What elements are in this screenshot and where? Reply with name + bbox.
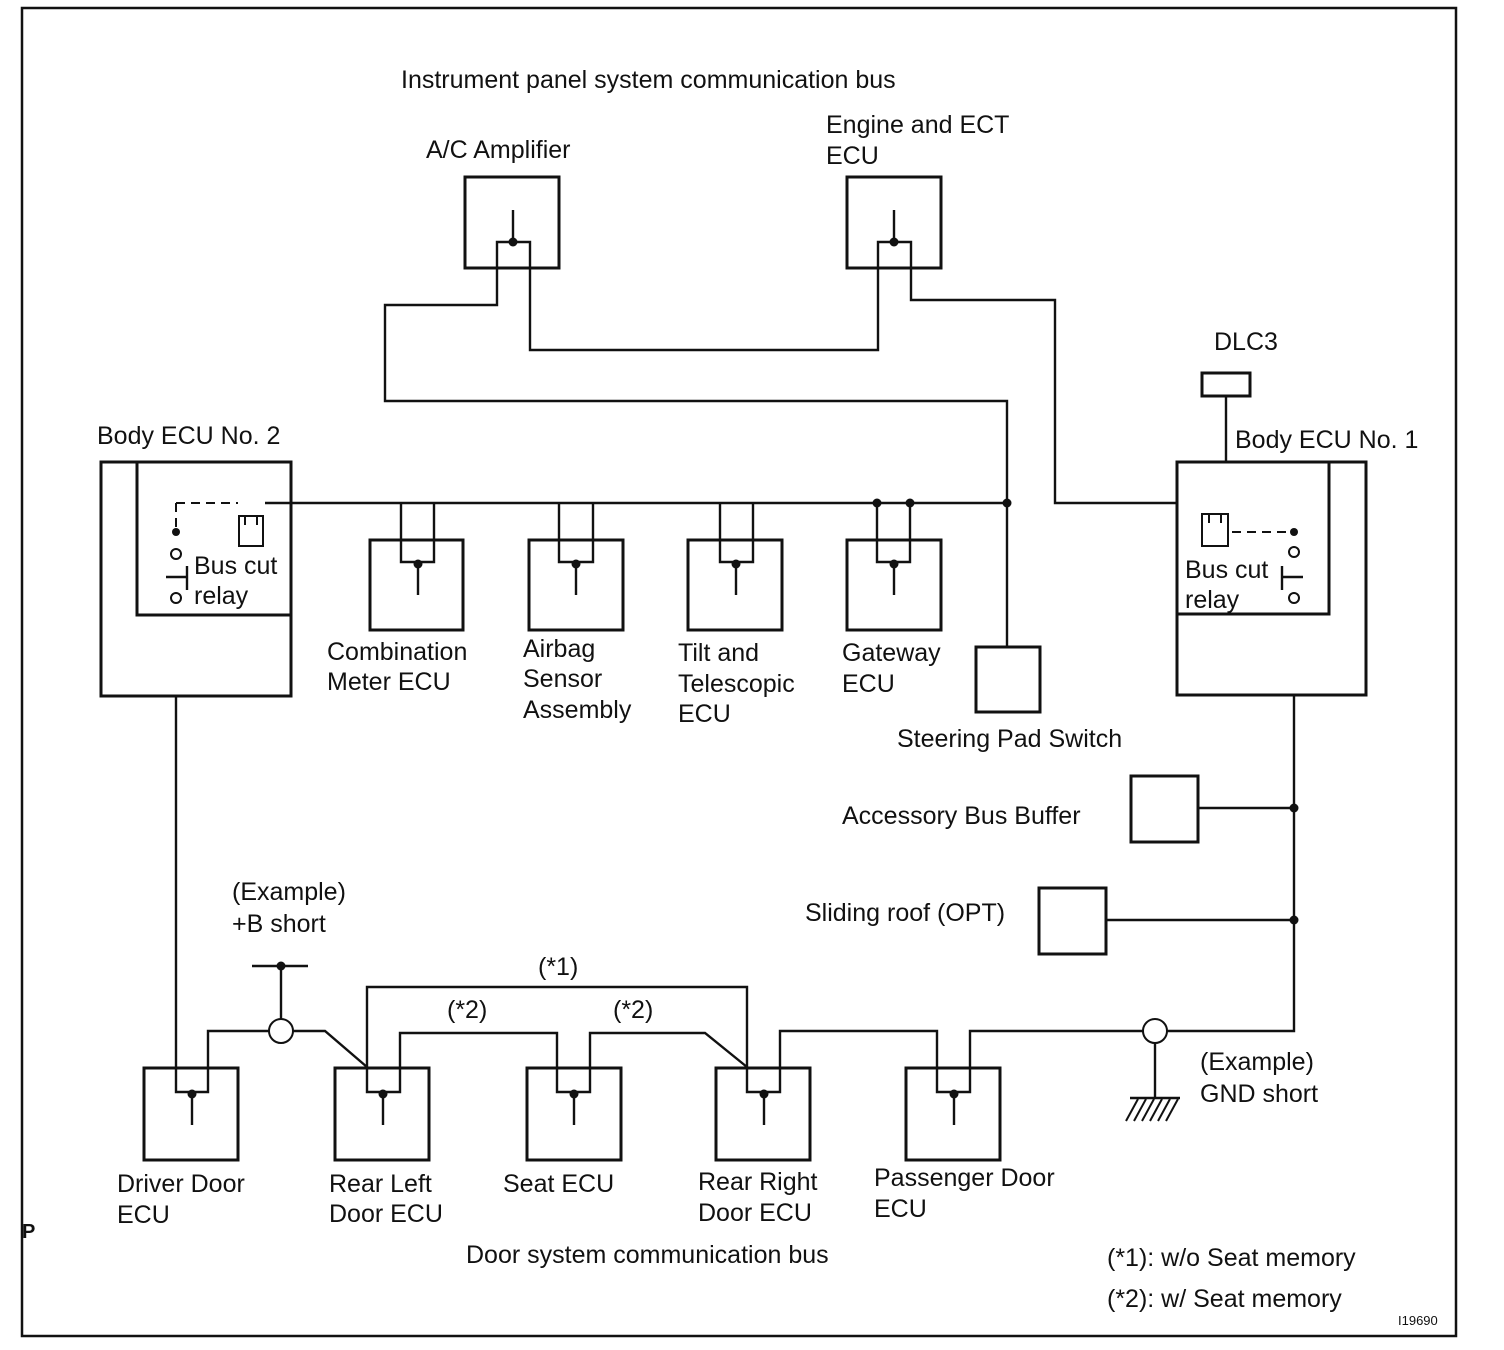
ac-amplifier-box [463, 175, 561, 270]
bus-cut-relay-right-2: relay [1185, 586, 1240, 614]
passenger-door-label-2: ECU [874, 1195, 927, 1223]
accessory-bus-buffer-label: Accessory Bus Buffer [842, 802, 1081, 830]
airbag-label-2: Sensor [523, 665, 602, 693]
mark-1-label: (*1) [538, 953, 578, 981]
combination-meter-label-2: Meter ECU [327, 668, 451, 696]
engine-ecu-label-1: Engine and ECT [826, 111, 1009, 139]
steering-pad-label: Steering Pad Switch [897, 725, 1122, 753]
driver-door-label-2: ECU [117, 1201, 170, 1229]
engine-ecu-box [845, 175, 943, 270]
body-ecu-2-label: Body ECU No. 2 [97, 422, 280, 450]
rear-left-label-2: Door ECU [329, 1200, 443, 1228]
driver-door-ecu-box [142, 1066, 240, 1162]
sliding-roof-box [1037, 886, 1108, 956]
sliding-roof-label: Sliding roof (OPT) [805, 899, 1005, 927]
combination-meter-label-1: Combination [327, 638, 467, 666]
combination-meter-box [368, 538, 465, 632]
instrument-bus-wires [291, 242, 1228, 648]
b-short-point [268, 1018, 294, 1044]
steering-pad-switch-box [974, 645, 1042, 714]
seat-ecu-label: Seat ECU [503, 1170, 614, 1198]
seat-ecu-box [525, 1066, 623, 1162]
bus-cut-relay-right-1: Bus cut [1185, 556, 1268, 584]
passenger-door-label-1: Passenger Door [874, 1164, 1055, 1192]
tilt-label-1: Tilt and [678, 639, 759, 667]
door-bus-wires [174, 598, 1296, 1100]
tilt-label-3: ECU [678, 700, 731, 728]
rear-right-label-1: Rear Right [698, 1168, 818, 1196]
tilt-label-2: Telescopic [678, 670, 795, 698]
bus-cut-relay-left-2: relay [194, 582, 249, 610]
b-short-label-1: (Example) [232, 878, 346, 906]
mark-2b-label: (*2) [613, 996, 653, 1024]
dlc3-label: DLC3 [1214, 328, 1278, 356]
ground-symbol [1125, 1098, 1179, 1122]
body-ecu-1-label: Body ECU No. 1 [1235, 426, 1418, 454]
gateway-label-2: ECU [842, 670, 895, 698]
door-bus-title: Door system communication bus [466, 1241, 829, 1269]
junction-dots [276, 498, 1299, 971]
engine-ecu-label-2: ECU [826, 142, 879, 170]
passenger-door-ecu-box [904, 1066, 1002, 1162]
rear-left-door-ecu-box [333, 1066, 431, 1162]
driver-door-label-1: Driver Door [117, 1170, 245, 1198]
mark-2a-label: (*2) [447, 996, 487, 1024]
bus-cut-relay-left-1: Bus cut [194, 552, 277, 580]
rear-right-door-ecu-box [714, 1066, 812, 1162]
airbag-label-1: Airbag [523, 635, 595, 663]
gnd-short-label-2: GND short [1200, 1080, 1318, 1108]
rear-left-label-1: Rear Left [329, 1170, 432, 1198]
ac-amplifier-label: A/C Amplifier [426, 136, 570, 164]
body-ecu-1-box [1175, 460, 1368, 697]
legend-note-2: (*2): w/ Seat memory [1107, 1285, 1342, 1313]
dlc3-connector [1200, 371, 1252, 398]
airbag-sensor-box [527, 538, 625, 632]
gnd-short-point [1142, 1018, 1168, 1044]
figure-id: I19690 [1398, 1313, 1438, 1328]
tilt-telescopic-box [686, 538, 784, 632]
gnd-short-label-1: (Example) [1200, 1048, 1314, 1076]
corner-mark-left: P [22, 1221, 35, 1243]
diagram-frame [20, 6, 1458, 1338]
rear-right-label-2: Door ECU [698, 1199, 812, 1227]
b-short-label-2: +B short [232, 910, 326, 938]
gateway-label-1: Gateway [842, 639, 941, 667]
accessory-bus-buffer-box [1129, 774, 1200, 844]
gateway-ecu-box [845, 538, 943, 632]
legend-note-1: (*1): w/o Seat memory [1107, 1244, 1356, 1272]
airbag-label-3: Assembly [523, 696, 632, 724]
body-ecu-2-box [99, 460, 293, 698]
instrument-bus-title: Instrument panel system communication bu… [401, 66, 896, 94]
